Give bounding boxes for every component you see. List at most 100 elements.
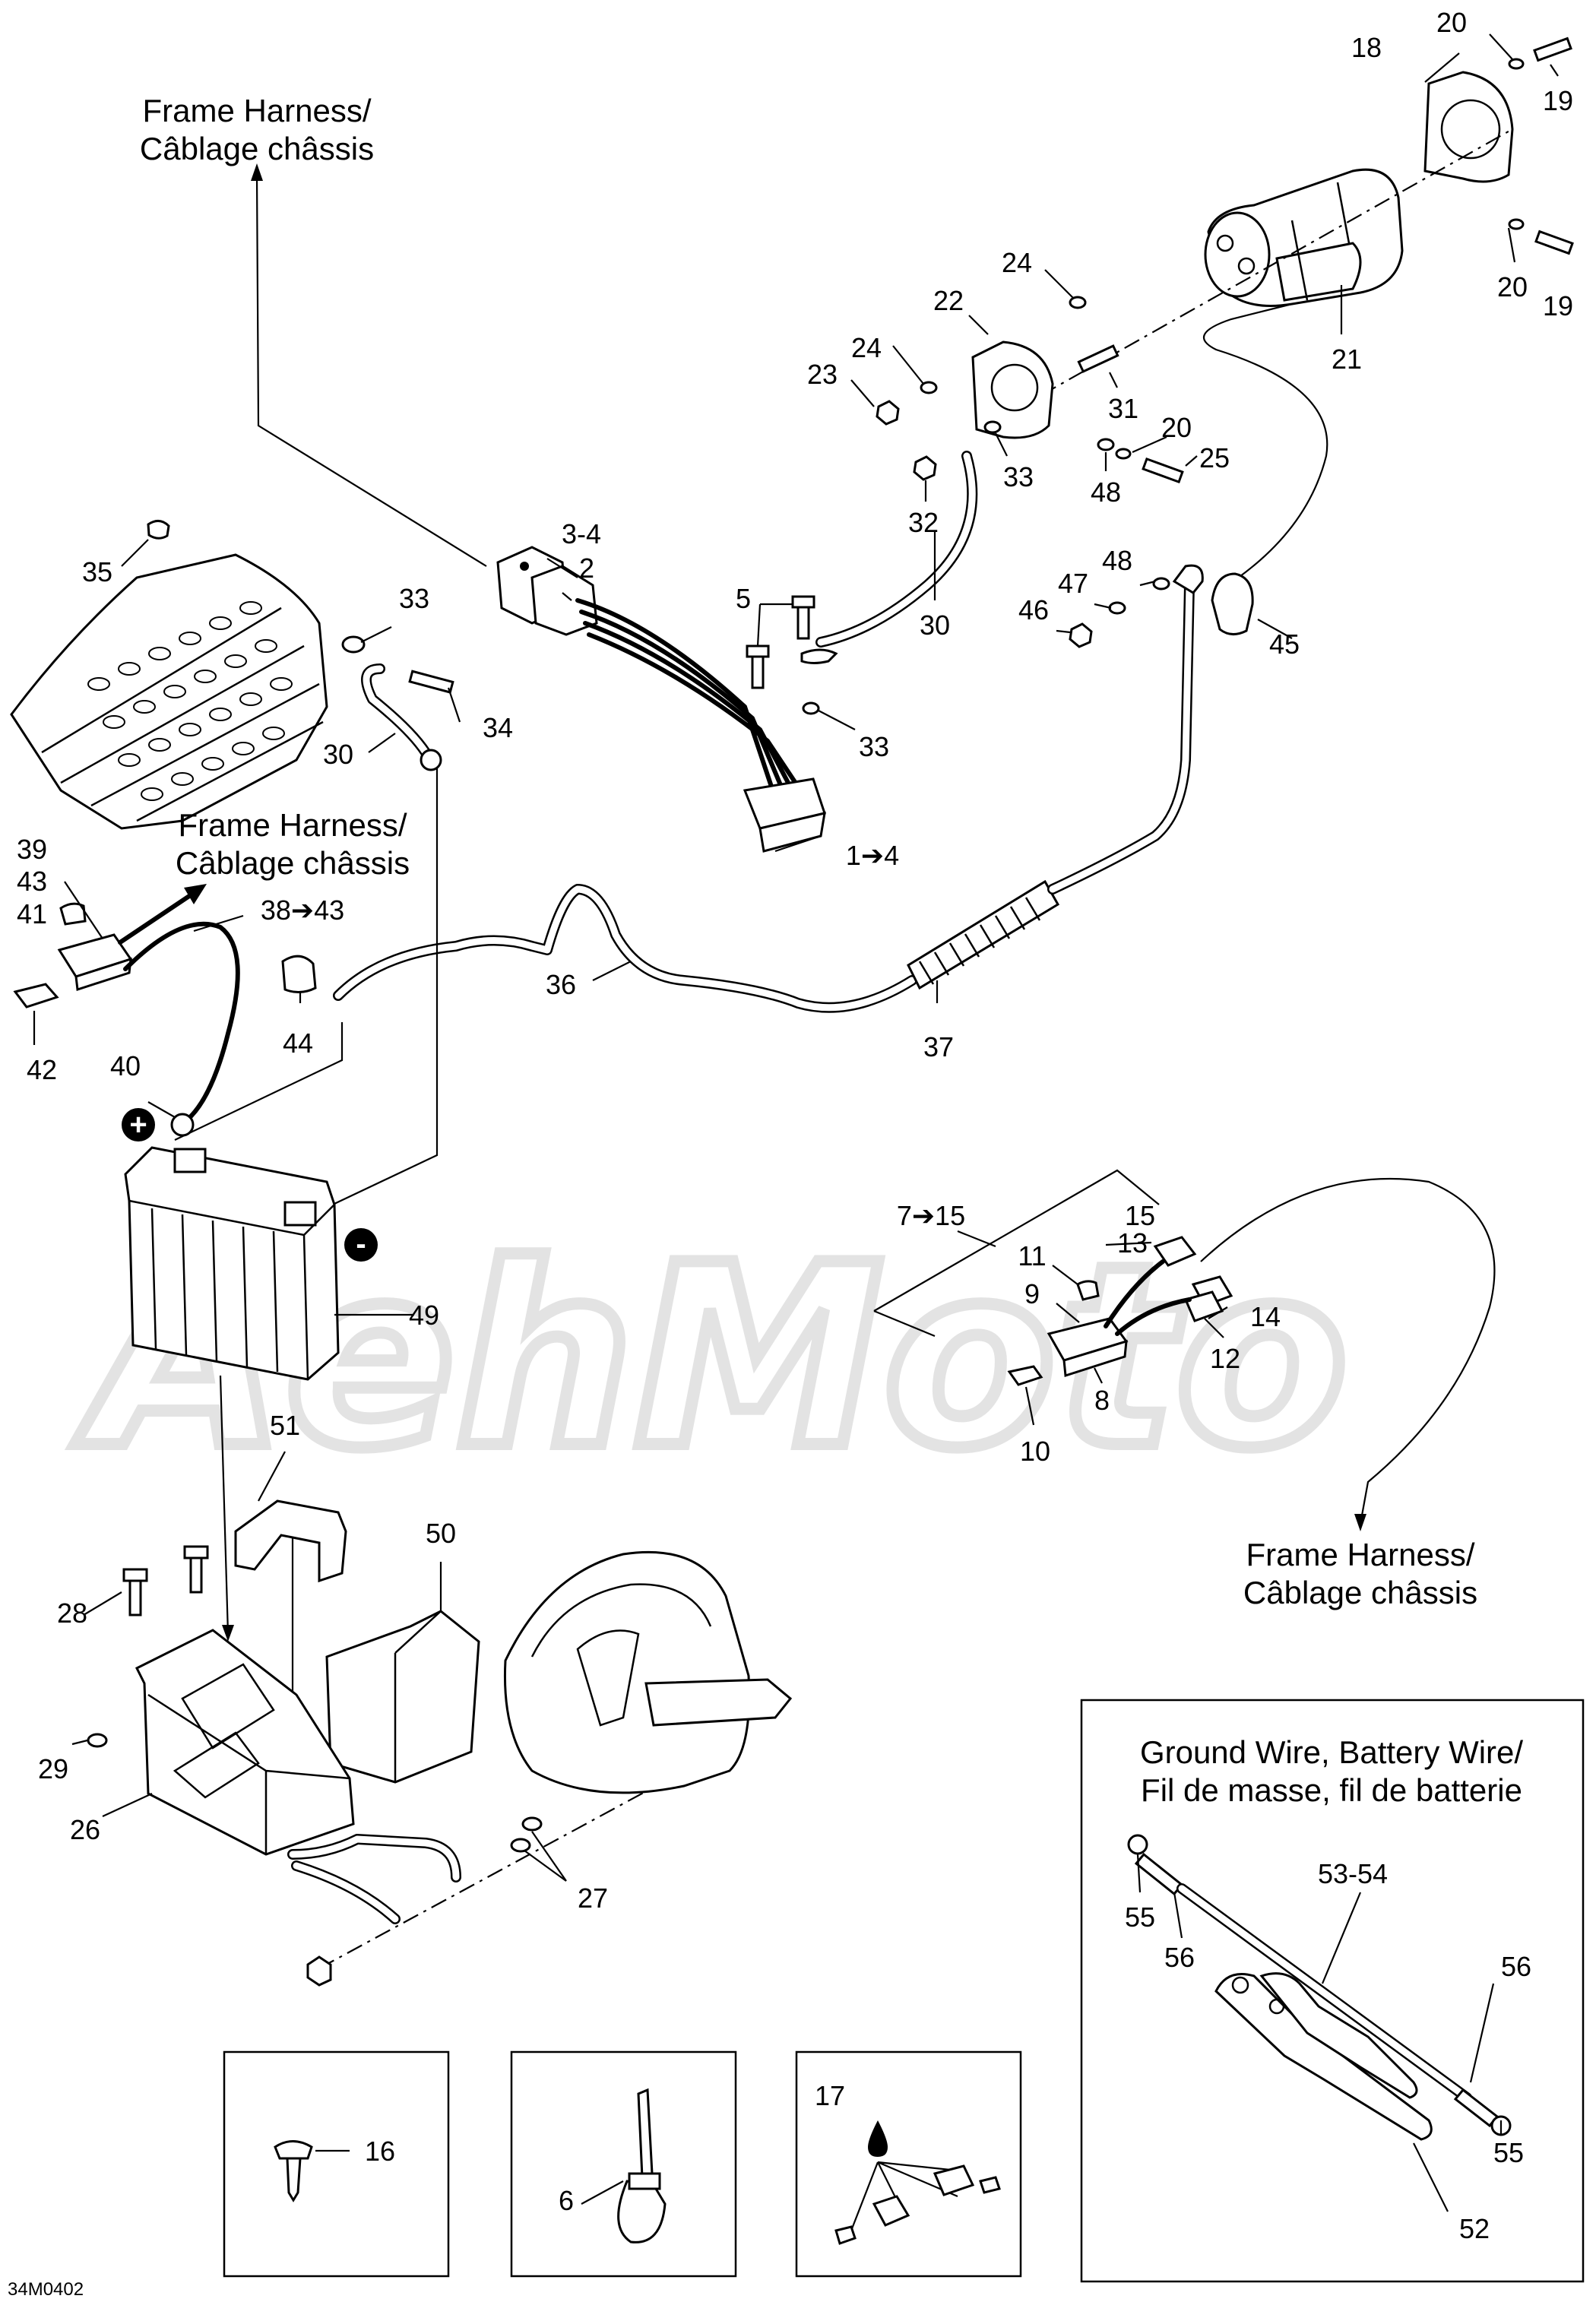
- label-56: 56: [1164, 1942, 1195, 1973]
- positive-symbol: [122, 1108, 155, 1142]
- label-50: 50: [426, 1518, 456, 1549]
- fuse-42: [13, 983, 59, 1009]
- bolt-31: [1077, 344, 1119, 373]
- cable-tie-6: [637, 2088, 654, 2180]
- label-39: 39: [17, 834, 47, 865]
- label-30: 30: [323, 739, 353, 770]
- washer-20-c: [1115, 448, 1132, 460]
- nut-46: [1069, 622, 1093, 648]
- terminal-boot-45: [1211, 572, 1254, 635]
- label-23: 23: [807, 359, 838, 390]
- label-12: 12: [1210, 1343, 1240, 1374]
- label-19: 19: [1543, 85, 1573, 116]
- label-35: 35: [82, 556, 112, 587]
- bolt-5-a: [796, 603, 810, 640]
- label-27: 27: [578, 1882, 608, 1914]
- label-24: 24: [1002, 247, 1032, 278]
- relay-group: [1007, 1236, 1233, 1386]
- engine-cover: [503, 1550, 751, 1794]
- label-32: 32: [908, 507, 939, 538]
- washer-27-a: [521, 1816, 543, 1832]
- label-46: 46: [1018, 594, 1049, 625]
- crimp-tool-52: [1214, 1973, 1433, 2141]
- terminal-boot-44: [281, 955, 317, 993]
- nut-23: [876, 400, 900, 426]
- nut-35: [147, 520, 170, 540]
- bolt-5-b: [751, 652, 765, 689]
- washer-47: [1108, 601, 1126, 615]
- bolt-28-b: [189, 1553, 203, 1594]
- diagram-code: 34M0402: [8, 2279, 84, 2300]
- label-20: 20: [1161, 412, 1192, 443]
- washer-33-b: [802, 701, 820, 715]
- fuse-cap-43: [59, 902, 87, 926]
- label-3-4: 3-4: [562, 518, 601, 549]
- fuse-cap-11: [1076, 1280, 1100, 1301]
- label-30: 30: [920, 610, 950, 641]
- callout-frame-harness-top-line1: Frame Harness/: [142, 93, 371, 128]
- label-24: 24: [851, 332, 882, 363]
- washer-20-bottom: [1508, 218, 1525, 230]
- svg-text:+: +: [129, 1108, 147, 1142]
- bolt-34: [408, 670, 454, 694]
- callout-frame-harness-left-line2: Câblage châssis: [176, 845, 410, 881]
- washer-20-top: [1508, 58, 1525, 70]
- callout-frame-harness-top-line2: Câblage châssis: [140, 131, 374, 166]
- cables: [174, 163, 1496, 1531]
- battery-cover-50: [325, 1610, 480, 1784]
- hardware-boxes: [223, 1699, 1585, 2283]
- label-14: 14: [1250, 1301, 1281, 1332]
- ring-terminal-55-a: [1127, 1834, 1148, 1855]
- part-labels: 20 18 19 20 19 24 22 24 23 31 20 25 21 3…: [17, 7, 1573, 2244]
- label-25: 25: [1199, 442, 1230, 473]
- label-33: 33: [859, 731, 889, 762]
- label-47: 47: [1058, 568, 1088, 599]
- label-7-15: 7➔15: [897, 1200, 965, 1231]
- label-38-43: 38➔43: [261, 895, 344, 926]
- label-45: 45: [1269, 629, 1300, 660]
- label-19: 19: [1543, 290, 1573, 321]
- label-31: 31: [1108, 393, 1138, 424]
- label-37: 37: [923, 1031, 954, 1062]
- battery-positive-terminal: [173, 1148, 207, 1173]
- callout-frame-harness-left-line1: Frame Harness/: [178, 807, 407, 843]
- label-13: 13: [1117, 1227, 1148, 1259]
- callouts: Frame Harness/ Câblage châssis Frame Har…: [8, 93, 1523, 2300]
- heat-shield: [10, 520, 454, 830]
- washer-48: [1097, 438, 1115, 451]
- label-49: 49: [409, 1300, 439, 1331]
- starter-support-bracket: [971, 340, 1054, 439]
- label-5: 5: [736, 583, 751, 614]
- starter-end-cap: [1204, 211, 1271, 298]
- box-screw-16: [223, 2050, 450, 2278]
- label-2: 2: [579, 553, 594, 584]
- label-18: 18: [1351, 32, 1382, 63]
- starter-bracket: [1423, 71, 1514, 183]
- screw-16: [274, 2140, 313, 2160]
- label-48: 48: [1091, 477, 1121, 508]
- label-42: 42: [27, 1054, 57, 1085]
- battery-negative-terminal: [283, 1201, 317, 1227]
- nut-32: [913, 455, 937, 481]
- protective-sleeve-37: [907, 879, 1060, 990]
- label-51: 51: [270, 1410, 300, 1441]
- label-11: 11: [1018, 1240, 1046, 1271]
- washer-48-b: [1152, 577, 1170, 591]
- bolt-19-bottom: [1534, 230, 1574, 255]
- label-1-4: 1➔4: [846, 840, 899, 871]
- negative-symbol: [344, 1228, 378, 1262]
- label-20: 20: [1436, 7, 1467, 38]
- label-33: 33: [1003, 461, 1034, 492]
- svg-text:-: -: [356, 1227, 366, 1261]
- bolt-25: [1142, 457, 1184, 484]
- label-15: 15: [1125, 1200, 1155, 1231]
- label-43: 43: [17, 866, 47, 897]
- label-41: 41: [17, 898, 47, 929]
- washer-33-c: [341, 635, 366, 654]
- washer-27-b: [510, 1838, 531, 1853]
- label-16: 16: [365, 2136, 395, 2167]
- battery-tray-assembly: [87, 1375, 793, 1987]
- label-6: 6: [559, 2185, 574, 2216]
- label-56: 56: [1501, 1951, 1531, 1982]
